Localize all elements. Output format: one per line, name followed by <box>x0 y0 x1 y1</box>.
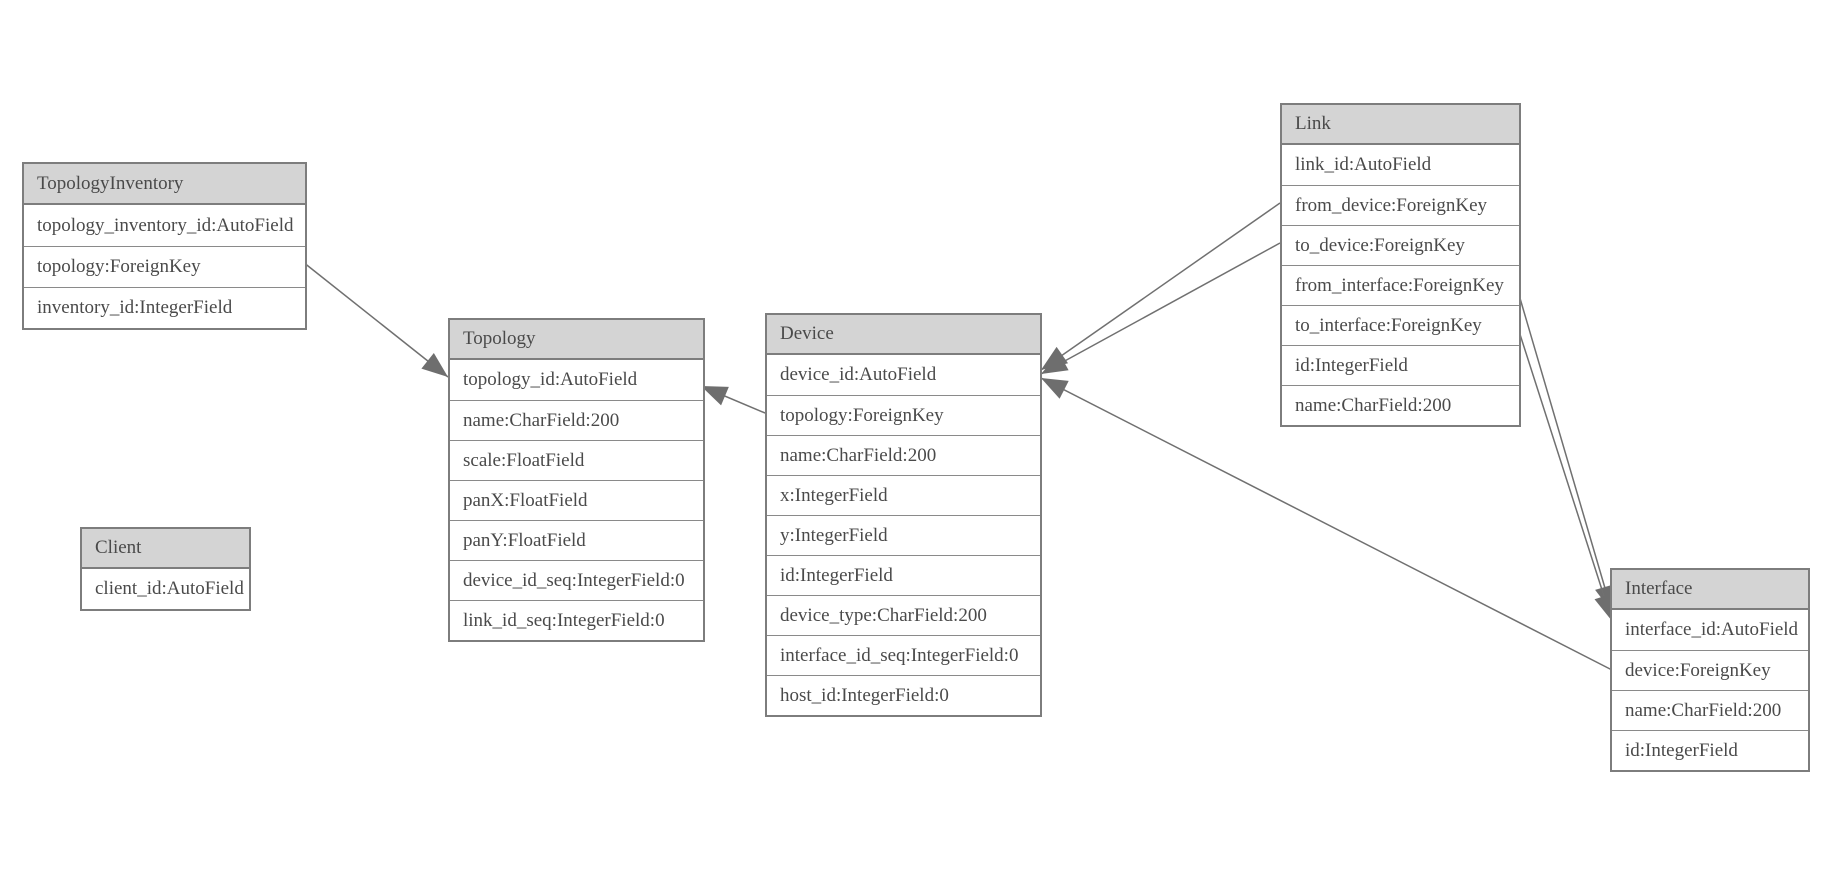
entity-field-row: topology_inventory_id:AutoField <box>24 205 305 246</box>
entity-field-row: link_id_seq:IntegerField:0 <box>450 600 703 640</box>
entity-field-row: to_device:ForeignKey <box>1282 225 1519 265</box>
entity-field-row: name:CharField:200 <box>767 435 1040 475</box>
entity-field-row: panX:FloatField <box>450 480 703 520</box>
relationship-edge <box>1040 242 1281 375</box>
entity-title-topology_inventory: TopologyInventory <box>24 164 305 205</box>
arrowhead-icon <box>1041 378 1069 399</box>
entity-field-row: topology:ForeignKey <box>767 395 1040 435</box>
entity-field-row: to_interface:ForeignKey <box>1282 305 1519 345</box>
entity-field-row: y:IntegerField <box>767 515 1040 555</box>
entity-field-row: name:CharField:200 <box>1612 690 1808 730</box>
entity-field-row: id:IntegerField <box>1282 345 1519 385</box>
entity-field-row: client_id:AutoField <box>82 569 249 609</box>
entity-field-row: scale:FloatField <box>450 440 703 480</box>
arrowhead-icon <box>1041 352 1069 374</box>
entity-field-row: device:ForeignKey <box>1612 650 1808 690</box>
entity-field-row: device_type:CharField:200 <box>767 595 1040 635</box>
entity-field-row: interface_id:AutoField <box>1612 610 1808 650</box>
entity-field-row: id:IntegerField <box>767 555 1040 595</box>
entity-field-row: inventory_id:IntegerField <box>24 287 305 328</box>
entity-field-row: x:IntegerField <box>767 475 1040 515</box>
entity-field-row: interface_id_seq:IntegerField:0 <box>767 635 1040 675</box>
entity-title-topology: Topology <box>450 320 703 360</box>
relationship-edge <box>302 261 449 378</box>
entity-field-row: id:IntegerField <box>1612 730 1808 770</box>
relationship-edge <box>1040 202 1281 371</box>
entity-field-row: link_id:AutoField <box>1282 145 1519 185</box>
entity-field-row: panY:FloatField <box>450 520 703 560</box>
entity-field-row: device_id_seq:IntegerField:0 <box>450 560 703 600</box>
entity-field-row: device_id:AutoField <box>767 355 1040 395</box>
entity-field-row: name:CharField:200 <box>1282 385 1519 425</box>
entity-field-row: host_id:IntegerField:0 <box>767 675 1040 715</box>
relationship-edge <box>1516 324 1613 622</box>
entity-title-device: Device <box>767 315 1040 355</box>
entity-field-row: from_interface:ForeignKey <box>1282 265 1519 305</box>
entity-title-link: Link <box>1282 105 1519 145</box>
entity-field-row: topology:ForeignKey <box>24 246 305 287</box>
entity-field-row: name:CharField:200 <box>450 400 703 440</box>
arrowhead-icon <box>421 353 448 377</box>
entity-title-interface: Interface <box>1612 570 1808 610</box>
entity-field-row: from_device:ForeignKey <box>1282 185 1519 225</box>
arrowhead-icon <box>1594 593 1614 621</box>
entity-title-client: Client <box>82 529 249 569</box>
arrowhead-icon <box>701 386 729 406</box>
relationship-edge <box>1516 287 1613 613</box>
relationship-edge <box>1040 377 1613 671</box>
entity-field-row: topology_id:AutoField <box>450 360 703 400</box>
